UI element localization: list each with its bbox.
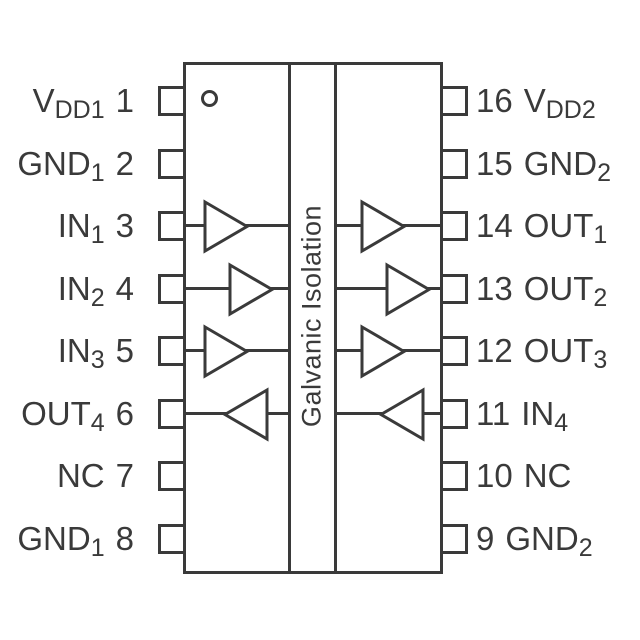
channel2-buffer-right-icon: [385, 262, 432, 317]
signal-line: [402, 349, 443, 352]
isolation-label: Galvanic Isolation: [296, 204, 327, 428]
pin-label-4: IN2 4: [58, 266, 134, 312]
ic-body-outline: [183, 62, 443, 574]
signal-line: [334, 224, 364, 227]
signal-line: [402, 224, 443, 227]
pin-number: 10: [476, 457, 513, 494]
pin-name: GND1: [17, 145, 105, 187]
pin-box-13: [443, 274, 468, 304]
pin-name: IN2: [57, 270, 105, 312]
pin-number: 11: [476, 395, 511, 432]
signal-line: [334, 349, 364, 352]
pin-box-16: [443, 86, 468, 116]
pin-label-12: 12 OUT3: [476, 328, 607, 374]
pin-name: OUT3: [523, 332, 608, 374]
pin-label-8: GND1 8: [17, 516, 134, 562]
signal-line: [265, 412, 291, 415]
pin-box-7: [158, 461, 183, 491]
pin-label-7: NC 7: [57, 453, 134, 499]
pin-name: GND2: [505, 520, 593, 562]
pin-box-14: [443, 211, 468, 241]
signal-line: [421, 412, 443, 415]
pin-name: IN3: [57, 332, 105, 374]
pin-name: GND2: [523, 145, 611, 187]
pin-name: NC: [523, 457, 572, 494]
channel4-buffer-left-icon: [222, 387, 269, 442]
pin-box-11: [443, 399, 468, 429]
pin-number: 6: [115, 395, 134, 432]
pin-number: 15: [476, 145, 513, 182]
pin-number: 7: [115, 457, 134, 494]
pin-label-13: 13 OUT2: [476, 266, 607, 312]
pin-name: OUT4: [21, 395, 105, 437]
pin-box-12: [443, 336, 468, 366]
pin-number: 16: [476, 82, 513, 119]
pin-box-5: [158, 336, 183, 366]
pin-label-6: OUT4 6: [21, 391, 134, 437]
pin-number: 8: [115, 520, 134, 557]
pin-box-2: [158, 149, 183, 179]
pin-box-10: [443, 461, 468, 491]
pin-label-3: IN1 3: [58, 203, 134, 249]
pin-number: 5: [115, 332, 134, 369]
pin-number: 4: [115, 270, 134, 307]
pin-name: NC: [56, 457, 105, 494]
pin-label-9: 9 GND2: [476, 516, 593, 562]
signal-line: [183, 287, 232, 290]
pin-box-1: [158, 86, 183, 116]
pin-number: 1: [115, 82, 134, 119]
pin-box-3: [158, 211, 183, 241]
pin-label-14: 14 OUT1: [476, 203, 607, 249]
signal-line: [245, 349, 291, 352]
pin-box-4: [158, 274, 183, 304]
pin-number: 13: [476, 270, 513, 307]
pin-number: 2: [115, 145, 134, 182]
signal-line: [183, 224, 207, 227]
signal-line: [245, 224, 291, 227]
isolation-barrier: [288, 62, 337, 574]
channel1-buffer-left-icon: [203, 199, 250, 254]
pin-name: IN1: [57, 207, 105, 249]
pin-number: 3: [115, 207, 134, 244]
channel2-buffer-left-icon: [228, 262, 275, 317]
pin-name: VDD2: [523, 82, 596, 124]
pin-box-15: [443, 149, 468, 179]
pin-label-5: IN3 5: [58, 328, 134, 374]
pin-label-16: 16 VDD2: [476, 78, 596, 124]
pin-box-8: [158, 524, 183, 554]
pin-name: VDD1: [32, 82, 105, 124]
signal-line: [183, 349, 207, 352]
signal-line: [334, 412, 382, 415]
signal-line: [183, 412, 227, 415]
pin-label-1: VDD1 1: [33, 78, 134, 124]
signal-line: [427, 287, 443, 290]
pin-label-11: 11 IN4: [476, 391, 568, 437]
pin1-indicator: [201, 90, 218, 107]
pin-box-6: [158, 399, 183, 429]
pin-number: 12: [476, 332, 513, 369]
channel4-buffer-right-icon: [378, 387, 425, 442]
pin-label-15: 15 GND2: [476, 141, 611, 187]
signal-line: [270, 287, 291, 290]
pin-name: GND1: [17, 520, 105, 562]
pin-box-9: [443, 524, 468, 554]
signal-line: [334, 287, 389, 290]
pin-name: OUT1: [523, 207, 608, 249]
channel1-buffer-right-icon: [360, 199, 407, 254]
channel3-buffer-left-icon: [203, 324, 250, 379]
pin-name: OUT2: [523, 270, 608, 312]
pin-label-10: 10 NC: [476, 453, 571, 499]
pin-label-2: GND1 2: [17, 141, 134, 187]
pin-name: IN4: [521, 395, 569, 437]
pin-number: 9: [476, 520, 495, 557]
pin-number: 14: [476, 207, 513, 244]
channel3-buffer-right-icon: [360, 324, 407, 379]
